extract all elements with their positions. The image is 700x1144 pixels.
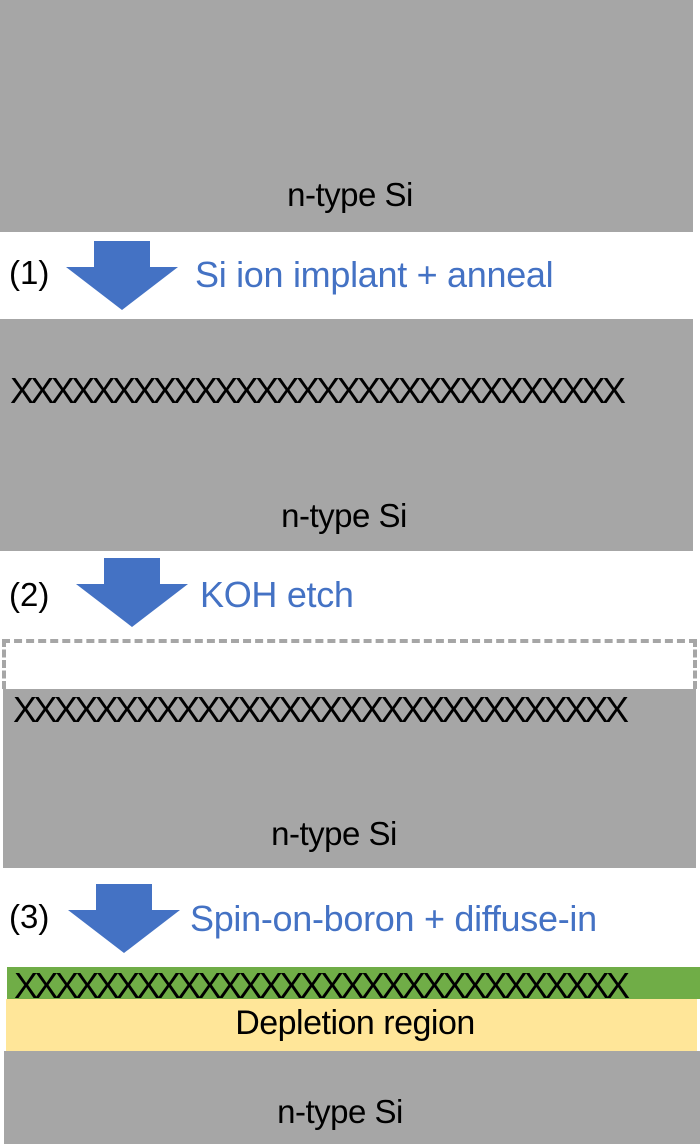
substrate-label-initial: n-type Si [287,176,413,213]
depletion-region-label: Depletion region [235,1004,475,1042]
implant-damage-row-stage-1: XXXXXXXXXXXXXXXXXXXXXXXXXXXXXX [10,373,626,409]
etched-region-outline [2,639,697,689]
substrate-initial [0,0,693,232]
implant-damage-row-stage-2: XXXXXXXXXXXXXXXXXXXXXXXXXXXXXX [13,692,629,728]
down-arrow-icon [66,241,178,310]
depletion-region [6,999,697,1051]
step-2-description: KOH etch [200,574,354,615]
boron-doped-layer [7,967,700,999]
step-3-number: (3) [9,898,50,935]
substrate-stage-3 [4,1051,700,1144]
step-3-description: Spin-on-boron + diffuse-in [190,898,597,939]
substrate-label-stage-2: n-type Si [271,815,397,852]
step-1-description: Si ion implant + anneal [195,254,554,295]
down-arrow-icon [68,884,180,953]
substrate-label-stage-1: n-type Si [281,497,407,534]
substrate-stage-1 [0,319,693,551]
substrate-stage-2 [3,689,696,868]
down-arrow-icon [76,558,188,627]
step-1-number: (1) [9,254,50,291]
substrate-label-stage-3: n-type Si [277,1093,403,1130]
step-2-number: (2) [9,576,50,613]
implant-damage-row-stage-3: XXXXXXXXXXXXXXXXXXXXXXXXXXXXXX [14,968,630,1004]
